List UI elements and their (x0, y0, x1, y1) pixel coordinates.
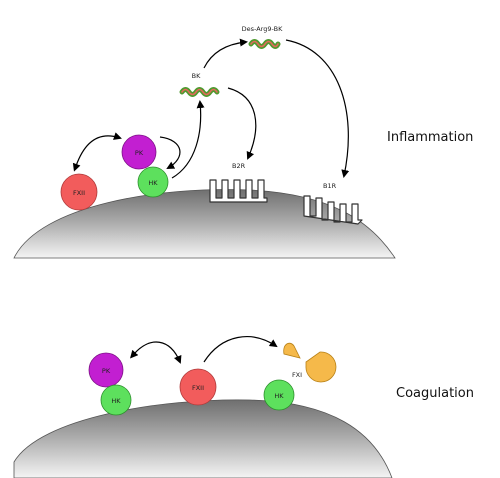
arrow-bk-to-des-arg9-bk (203, 38, 248, 69)
des-arg9-bk-label: Des-Arg9-BK (242, 25, 283, 33)
inflammation-title: Inflammation (387, 130, 473, 145)
arrow-fxii-to-fxi (203, 336, 278, 363)
hk-protein (137, 166, 169, 198)
coag-hk-left-label: HK (111, 397, 121, 405)
fxii-protein (60, 173, 98, 211)
arrow-pk-fxii (130, 341, 182, 364)
b2r-receptor (209, 179, 268, 203)
hk-label: HK (148, 179, 158, 187)
coagulation-panel: PK HK FXII FXI HK Coagulation (13, 336, 474, 478)
arrow-pk-hk-loop (159, 136, 181, 169)
b2r-label: B2R (232, 162, 246, 170)
coag-hk-left-protein (100, 384, 132, 416)
arrow-fxii-pk (72, 132, 122, 172)
coag-hk-right-protein (263, 379, 295, 411)
coag-fxi-protein (305, 351, 337, 383)
coag-fxi-label: FXI (292, 371, 302, 379)
arrow-des-arg9-bk-to-b1r (285, 39, 350, 178)
des-arg9-bk-peptide (248, 39, 281, 49)
b1r-receptor (303, 195, 363, 225)
coag-hk-right-label: HK (274, 392, 284, 400)
coag-fxi-top-lobe (283, 342, 301, 359)
pk-label: PK (135, 149, 144, 157)
pk-protein (121, 134, 157, 170)
coag-pk-protein (88, 352, 124, 388)
coag-fxii-protein (179, 368, 217, 406)
inflammation-panel: B2R B1R FXII PK HK BK Des-Arg9-BK (13, 25, 473, 259)
bk-peptide (179, 87, 220, 97)
b1r-label: B1R (323, 182, 337, 190)
arrow-hk-to-bk (171, 100, 205, 179)
coag-pk-label: PK (102, 367, 111, 375)
coag-fxii-label: FXII (192, 384, 204, 392)
cell-membrane-bottom (13, 399, 393, 478)
coagulation-title: Coagulation (396, 386, 474, 401)
bk-label: BK (192, 72, 201, 80)
fxii-label: FXII (73, 189, 85, 197)
arrow-bk-to-b2r (227, 87, 257, 160)
